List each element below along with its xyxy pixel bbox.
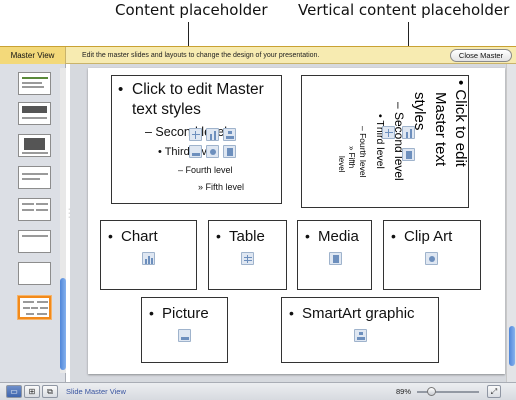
thumbnails-scroll-track[interactable] xyxy=(60,68,66,373)
picture-bullet: • xyxy=(149,305,154,321)
picture-placeholder[interactable]: • Picture xyxy=(141,297,228,363)
vertical-level2: – Second level xyxy=(392,102,406,181)
master-view-description: Edit the master slides and layouts to ch… xyxy=(82,52,320,59)
chart-bullet: • xyxy=(108,228,113,244)
insert-clipart-icon[interactable] xyxy=(206,145,219,158)
chart-placeholder[interactable]: • Chart xyxy=(100,220,197,290)
layout-thumbnail-blank[interactable] xyxy=(18,262,51,285)
clipart-icon[interactable] xyxy=(425,252,438,265)
thumbnails-scroll-thumb[interactable] xyxy=(60,278,66,370)
fit-to-window-icon[interactable]: ⤢ xyxy=(487,385,501,398)
vertical-insert-chart-icon[interactable] xyxy=(402,126,415,139)
vertical-level1-b: Master text xyxy=(432,92,449,167)
level5-text: » Fifth level xyxy=(198,182,245,192)
view-mode-label: Slide Master View xyxy=(66,387,126,396)
slide-sorter-view-button[interactable]: ⊞ xyxy=(24,385,40,398)
insert-picture-icon[interactable] xyxy=(189,145,202,158)
table-label: Table xyxy=(229,228,265,245)
level1-text-a: Click to edit Master xyxy=(132,81,264,98)
vertical-content-placeholder[interactable]: • Click to edit Master text styles – Sec… xyxy=(301,75,469,208)
media-icon[interactable] xyxy=(329,252,342,265)
picture-icon[interactable] xyxy=(178,329,191,342)
layout-thumbnail-title[interactable] xyxy=(18,102,51,125)
table-icon[interactable] xyxy=(241,252,254,265)
vertical-insert-table-icon[interactable] xyxy=(382,126,395,139)
chart-label: Chart xyxy=(121,228,158,245)
picture-label: Picture xyxy=(162,305,209,322)
media-label: Media xyxy=(318,228,359,245)
media-placeholder[interactable]: • Media xyxy=(297,220,372,290)
level1-text-b: text styles xyxy=(132,101,201,118)
bullet-level1: • xyxy=(118,81,124,98)
smartart-label: SmartArt graphic xyxy=(302,305,415,322)
table-bullet: • xyxy=(216,228,221,244)
status-bar: ▭ ⊞ ⧉ Slide Master View 89% ⤢ xyxy=(0,382,516,400)
smartart-icon[interactable] xyxy=(354,329,367,342)
vertical-placeholder-callout: Vertical content placeholder xyxy=(298,1,510,19)
vertical-insert-media-icon[interactable] xyxy=(402,148,415,161)
slide-layout: • Click to edit Master text styles – Sec… xyxy=(88,68,505,374)
pane-splitter-handle[interactable]: ··· xyxy=(68,206,71,222)
slide-scroll-thumb[interactable] xyxy=(509,326,515,366)
layout-thumbnails-pane xyxy=(0,64,66,382)
layout-thumbnail-master[interactable] xyxy=(18,72,51,95)
slide-vertical-scrollbar[interactable] xyxy=(506,64,516,382)
zoom-slider-track[interactable] xyxy=(417,391,479,393)
insert-table-icon[interactable] xyxy=(189,128,202,141)
table-placeholder[interactable]: • Table xyxy=(208,220,287,290)
content-placeholder[interactable]: • Click to edit Master text styles – Sec… xyxy=(111,75,282,204)
vertical-level4: – Fourth level xyxy=(358,126,368,178)
clipart-bullet: • xyxy=(391,228,396,244)
slide-canvas: • Click to edit Master text styles – Sec… xyxy=(70,64,516,382)
layout-thumbnail-title-content[interactable] xyxy=(18,134,51,157)
content-placeholder-callout: Content placeholder xyxy=(115,1,268,19)
zoom-slider-knob[interactable] xyxy=(426,387,436,396)
vertical-level5-a: » Fifth xyxy=(347,146,356,169)
master-view-title: Master View xyxy=(0,47,66,64)
vertical-level1-c: styles xyxy=(411,92,428,131)
layout-thumbnail-section[interactable] xyxy=(18,166,51,189)
insert-media-icon[interactable] xyxy=(223,145,236,158)
chart-icon[interactable] xyxy=(142,252,155,265)
clipart-placeholder[interactable]: • Clip Art xyxy=(383,220,481,290)
master-view-bar: Master View Edit the master slides and l… xyxy=(0,46,516,64)
vertical-level3: • Third level xyxy=(374,114,386,169)
vertical-level5-b: level xyxy=(337,156,346,173)
slide-show-view-button[interactable]: ⧉ xyxy=(42,385,58,398)
layout-thumbnail-title-only[interactable] xyxy=(18,230,51,253)
smartart-bullet: • xyxy=(289,305,294,321)
zoom-level: 89% xyxy=(396,387,412,396)
close-master-button[interactable]: Close Master xyxy=(450,49,512,62)
media-bullet: • xyxy=(305,228,310,244)
vertical-level1-a: • Click to edit xyxy=(452,80,469,167)
clipart-label: Clip Art xyxy=(404,228,453,245)
insert-chart-icon[interactable] xyxy=(206,128,219,141)
layout-thumbnail-two-content[interactable] xyxy=(18,198,51,221)
layout-thumbnail-content-multi-selected[interactable] xyxy=(18,296,51,319)
insert-smartart-icon[interactable] xyxy=(223,128,236,141)
normal-view-button[interactable]: ▭ xyxy=(6,385,22,398)
smartart-placeholder[interactable]: • SmartArt graphic xyxy=(281,297,439,363)
level4-text: – Fourth level xyxy=(178,165,233,175)
